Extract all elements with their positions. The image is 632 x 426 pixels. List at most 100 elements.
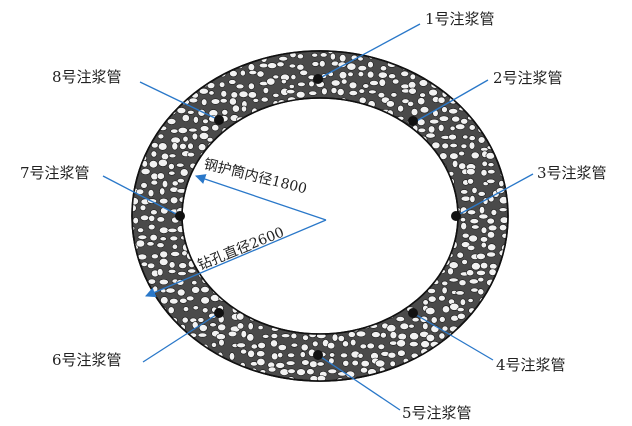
gravel-stone <box>340 352 348 359</box>
gravel-stone <box>301 359 310 366</box>
gravel-stone <box>350 338 357 347</box>
label-pipe-7: 7号注浆管 <box>20 164 90 182</box>
gravel-stone <box>296 63 305 71</box>
gravel-stone <box>489 263 498 270</box>
gravel-stone <box>158 278 169 286</box>
gravel-stone <box>448 277 459 283</box>
gravel-stone <box>462 134 469 140</box>
gravel-stone <box>348 81 358 90</box>
gravel-stone <box>367 60 374 69</box>
gravel-stone <box>267 366 277 373</box>
gravel-stone <box>252 98 260 103</box>
gravel-stone <box>296 53 304 60</box>
gravel-stone <box>319 60 326 68</box>
gravel-stone <box>168 261 176 269</box>
gravel-stone <box>188 97 199 104</box>
gravel-stone <box>156 268 164 276</box>
gravel-stone <box>202 118 209 125</box>
gravel-stone <box>137 227 144 233</box>
gravel-stone <box>146 241 155 247</box>
gravel-stone <box>466 168 476 176</box>
gravel-stone <box>211 124 220 132</box>
gravel-stone <box>287 352 295 358</box>
gravel-stone <box>296 90 306 99</box>
gravel-stone <box>285 89 296 95</box>
gravel-stone <box>397 349 406 357</box>
gravel-stone <box>408 341 419 348</box>
gravel-stone <box>471 262 481 271</box>
gravel-stone <box>477 277 485 283</box>
gravel-stone <box>366 342 375 350</box>
gravel-stone <box>312 340 319 347</box>
gravel-stone <box>140 168 151 176</box>
label-pipe-3: 3号注浆管 <box>537 164 607 182</box>
gravel-stone <box>156 216 166 223</box>
gravel-stone <box>448 133 457 141</box>
gravel-stone <box>218 338 225 347</box>
gravel-stone <box>199 132 210 140</box>
gravel-stone <box>498 224 507 232</box>
gravel-stone <box>170 251 181 257</box>
gravel-stone <box>468 135 476 141</box>
gravel-stone <box>425 333 436 342</box>
gravel-stone <box>170 196 179 205</box>
gravel-stone <box>448 108 459 115</box>
gravel-stone <box>428 88 438 97</box>
gravel-stone <box>285 360 296 366</box>
gravel-stone <box>377 343 385 350</box>
gravel-stone <box>209 322 217 328</box>
gravel-stone <box>479 236 488 243</box>
gravel-stone <box>247 82 255 90</box>
gravel-stone <box>192 116 199 124</box>
gravel-stone <box>422 322 429 331</box>
gravel-stone <box>247 91 257 99</box>
gravel-stone <box>240 330 247 339</box>
gravel-stone <box>169 298 179 305</box>
gravel-stone <box>287 368 296 374</box>
gravel-stone <box>438 124 445 132</box>
gravel-stone <box>389 340 398 346</box>
gravel-stone <box>198 324 208 332</box>
gravel-stone <box>429 118 440 125</box>
gravel-stone <box>449 143 458 149</box>
gravel-stone <box>187 268 197 274</box>
gravel-stone <box>452 159 459 168</box>
gravel-stone <box>456 307 465 312</box>
gravel-stone <box>151 142 159 149</box>
gravel-stone <box>140 261 148 267</box>
gravel-stone <box>247 349 255 358</box>
gravel-stone <box>299 69 309 76</box>
gravel-stone <box>487 224 498 232</box>
gravel-stone <box>167 268 177 274</box>
leader-pipe-5 <box>317 354 401 411</box>
gravel-stone <box>270 339 278 348</box>
gravel-stone <box>409 73 416 81</box>
gravel-stone <box>238 90 249 98</box>
gravel-stone <box>170 128 179 134</box>
gravel-stone <box>161 180 169 189</box>
gravel-stone <box>408 323 415 329</box>
gravel-stone <box>159 236 167 242</box>
gravel-stone <box>176 178 185 184</box>
pipe-6-marker <box>214 308 224 318</box>
gravel-stone <box>486 217 495 225</box>
gravel-stone <box>206 137 214 143</box>
gravel-stone <box>159 250 168 259</box>
gravel-stone <box>256 357 266 366</box>
gravel-stone <box>158 226 169 234</box>
gravel-stone <box>267 62 277 69</box>
gravel-stone <box>299 351 306 358</box>
gravel-stone <box>270 333 279 339</box>
gravel-stone <box>220 90 228 98</box>
gravel-stone <box>181 114 190 122</box>
leader-pipe-3 <box>455 173 534 217</box>
gravel-stone <box>158 142 168 151</box>
gravel-stone <box>411 317 420 323</box>
gravel-stone <box>379 65 387 72</box>
gravel-stone <box>288 63 297 69</box>
gravel-stone <box>186 295 195 302</box>
gravel-stone <box>248 70 258 76</box>
gravel-stone <box>438 332 446 340</box>
gravel-stone <box>186 152 195 158</box>
